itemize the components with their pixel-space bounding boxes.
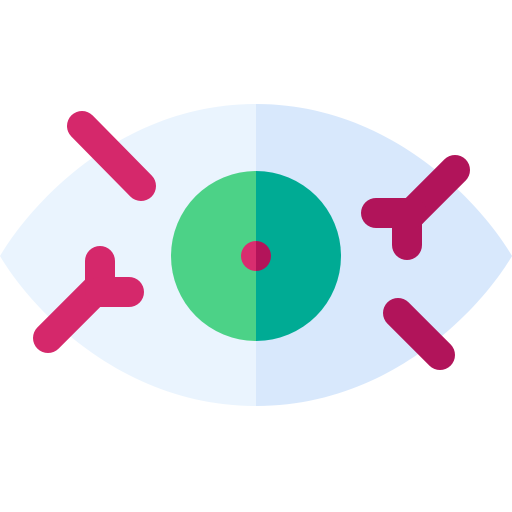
eye-iris (171, 171, 341, 341)
blood-veins (33, 111, 470, 370)
sclera-right-half (256, 104, 512, 406)
eye-pupil (241, 241, 271, 271)
iris-left-half (171, 171, 256, 341)
vein-top-right (361, 155, 470, 260)
pupil-right-half (256, 241, 271, 271)
iris-right-half (256, 171, 341, 341)
vein-top-left (67, 111, 156, 201)
vein-bottom-right (383, 298, 455, 370)
pupil-left-half (241, 241, 256, 271)
vein-bottom-left (33, 246, 144, 353)
